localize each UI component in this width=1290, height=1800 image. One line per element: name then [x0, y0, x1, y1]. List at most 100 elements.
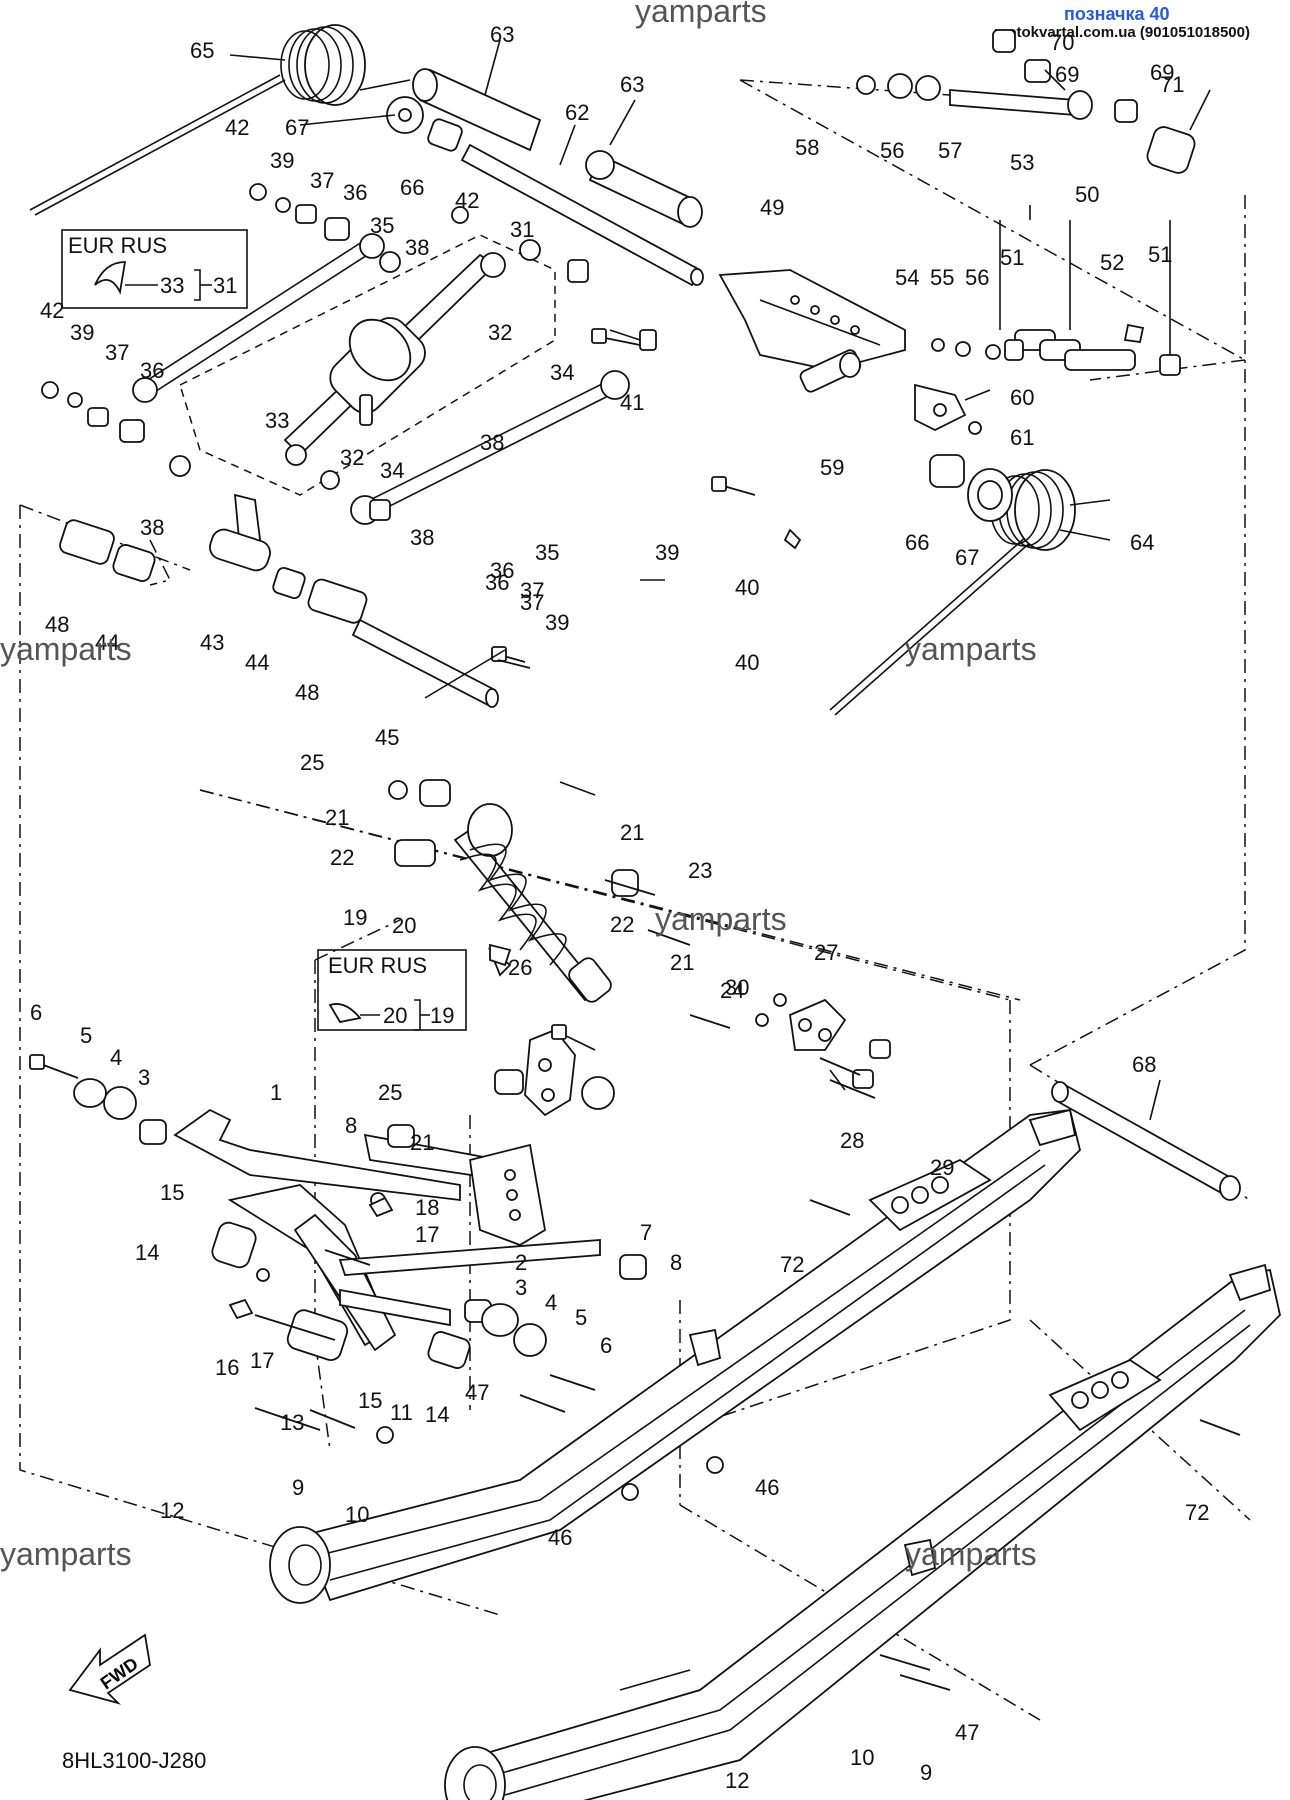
part-label: 36 [485, 570, 509, 595]
part-label: 55 [930, 265, 954, 290]
torsion-spring-left [29, 24, 411, 216]
boundary-lines [19, 79, 1251, 1721]
part-label: 19 [343, 905, 367, 930]
part-label: 4 [545, 1290, 557, 1315]
leader-lines [229, 39, 1211, 1691]
part-label: 50 [1075, 182, 1099, 207]
torsion-spring-right [829, 454, 1111, 716]
arm-60 [783, 383, 982, 550]
part-label: 40 [735, 575, 759, 600]
part-label: 70 [1050, 30, 1074, 55]
watermark: yamparts [0, 631, 132, 667]
part-label: 46 [755, 1475, 779, 1500]
part-label: 67 [955, 545, 979, 570]
part-label: 39 [545, 610, 569, 635]
part-label: 47 [465, 1380, 489, 1405]
part-label: 37 [105, 340, 129, 365]
part-label: 14 [425, 1402, 449, 1427]
part-label: 56 [880, 138, 904, 163]
bracket-27 [755, 993, 891, 1089]
part-label: 8 [670, 1250, 682, 1275]
part-label: 33 [265, 408, 289, 433]
part-label: 69 [1150, 60, 1174, 85]
part-label: 44 [95, 630, 119, 655]
part-label: 13 [280, 1410, 304, 1435]
part-label: 3 [515, 1275, 527, 1300]
part-label: 51 [1000, 245, 1024, 270]
part-label: 58 [795, 135, 819, 160]
callout-box-mid [317, 943, 512, 1031]
part-label: 38 [405, 235, 429, 260]
part-label: 52 [1100, 250, 1124, 275]
part-label: 32 [488, 320, 512, 345]
part-label: 7 [640, 1220, 652, 1245]
part-label: 37 [520, 578, 544, 603]
part-label: 59 [820, 455, 844, 480]
part-label: 34 [550, 360, 574, 385]
part-label: 53 [1010, 150, 1034, 175]
part-label: 62 [565, 100, 589, 125]
part-label: 15 [358, 1388, 382, 1413]
part-label: 5 [80, 1023, 92, 1048]
part-label: 22 [330, 845, 354, 870]
part-label: 66 [905, 530, 929, 555]
part-label: 21 [620, 820, 644, 845]
part-label: 36 [490, 558, 514, 583]
part-label: 26 [508, 955, 532, 980]
watermark: yamparts [0, 1536, 132, 1572]
part-label: 21 [410, 1130, 434, 1155]
part-label: 45 [375, 725, 399, 750]
part-label: 11 [390, 1400, 413, 1425]
pin-53-group [856, 29, 1196, 174]
part-label: 3 [138, 1065, 150, 1090]
part-label: 31 [510, 217, 534, 242]
part-label: 36 [343, 180, 367, 205]
sleeve-63-b [585, 150, 703, 228]
part-label: 49 [760, 195, 784, 220]
part-label: 22 [610, 912, 634, 937]
callout-top-region: EUR RUS [68, 233, 167, 258]
part-label: 69 [1055, 62, 1079, 87]
callout-top-assembly: 31 [213, 273, 237, 298]
part-label: 72 [1185, 1500, 1209, 1525]
part-label: 42 [40, 298, 64, 323]
rod-68 [1051, 1081, 1241, 1201]
front-arm [73, 1078, 647, 1369]
watermark: yamparts [905, 631, 1037, 667]
part-label: 21 [325, 805, 349, 830]
callout-mid-assembly: 19 [430, 1003, 454, 1028]
header-site: motokvartal.com.ua (901051018500) [994, 24, 1250, 41]
part-label: 42 [225, 115, 249, 140]
part-label: 57 [938, 138, 962, 163]
part-label: 12 [160, 1498, 184, 1523]
part-label: 24 [720, 978, 744, 1003]
upper-links [132, 233, 630, 525]
pin-group-50 [931, 323, 1181, 376]
part-label: 6 [600, 1333, 612, 1358]
part-label: 48 [45, 612, 69, 637]
bracket-26 [494, 1028, 576, 1117]
watermark: yamparts [655, 901, 787, 937]
part-label: 64 [1130, 530, 1154, 555]
part-label: 29 [930, 1155, 954, 1180]
part-label: 38 [410, 525, 434, 550]
slide-rail-left [269, 1108, 1081, 1604]
part-label: 39 [70, 320, 94, 345]
part-label: 9 [292, 1475, 304, 1500]
part-label: 38 [140, 515, 164, 540]
part-label: 14 [135, 1240, 159, 1265]
part-label: 54 [895, 265, 919, 290]
part-label: 43 [200, 630, 224, 655]
upper-shock-absorber [283, 252, 506, 466]
part-label: 28 [840, 1128, 864, 1153]
part-label: 10 [345, 1502, 369, 1527]
callout-top-part: 33 [160, 273, 184, 298]
part-label: 61 [1010, 425, 1034, 450]
part-label: 17 [250, 1348, 274, 1373]
part-label: 63 [490, 22, 514, 47]
part-label: 66 [400, 175, 424, 200]
